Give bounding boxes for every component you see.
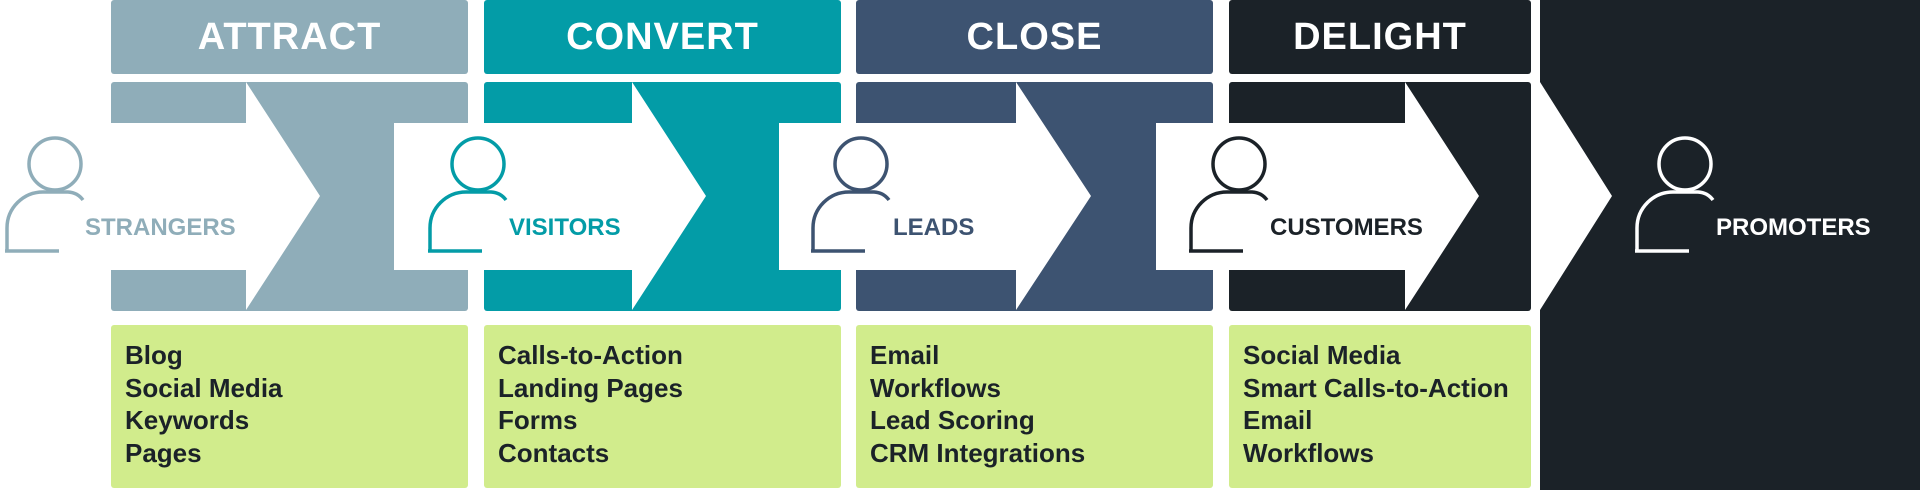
list-item: Pages <box>125 437 202 468</box>
tools-list-delight: Social Media Smart Calls-to-Action Email… <box>1229 325 1531 488</box>
tools-list-close: Email Workflows Lead Scoring CRM Integra… <box>856 325 1213 488</box>
list-item: Workflows <box>870 372 1001 403</box>
stage-header-delight: DELIGHT <box>1229 0 1531 74</box>
tools-list-attract: Blog Social Media Keywords Pages <box>111 325 468 488</box>
list-item: Calls-to-Action <box>498 340 683 370</box>
promoters-panel <box>1540 0 1920 490</box>
person-icon <box>5 136 85 253</box>
stage-header-attract: ATTRACT <box>111 0 468 74</box>
stage-title: CLOSE <box>966 15 1103 58</box>
persona-label-leads: LEADS <box>893 214 975 241</box>
person-icon <box>811 136 891 253</box>
persona-label-customers: CUSTOMERS <box>1270 214 1423 241</box>
list-item: Keywords <box>125 405 250 435</box>
stage-title: CONVERT <box>566 15 759 58</box>
stage-title: DELIGHT <box>1293 15 1467 58</box>
list-item: Social Media <box>1243 340 1401 370</box>
list-item: Email <box>870 340 940 370</box>
tools-list-convert: Calls-to-Action Landing Pages Forms Cont… <box>484 325 841 488</box>
list-item: Email <box>1243 405 1313 435</box>
persona-label-promoters: PROMOTERS <box>1716 214 1871 241</box>
flow-arrow-strangers <box>0 82 320 310</box>
list-item: Forms <box>498 405 578 435</box>
list-item: Social Media <box>125 372 283 403</box>
stage-header-close: CLOSE <box>856 0 1213 74</box>
list-item: CRM Integrations <box>870 437 1086 468</box>
list-item: Workflows <box>1243 437 1374 468</box>
person-icon <box>1635 136 1715 253</box>
persona-label-strangers: STRANGERS <box>85 214 236 241</box>
person-icon <box>428 136 508 253</box>
person-icon <box>1189 136 1269 253</box>
persona-label-visitors: VISITORS <box>509 214 621 241</box>
stage-header-convert: CONVERT <box>484 0 841 74</box>
list-item: Smart Calls-to-Action <box>1243 372 1509 403</box>
list-item: Lead Scoring <box>870 405 1035 435</box>
list-item: Contacts <box>498 437 610 468</box>
stage-title: ATTRACT <box>197 15 382 58</box>
list-item: Landing Pages <box>498 372 683 403</box>
list-item: Blog <box>125 340 183 370</box>
